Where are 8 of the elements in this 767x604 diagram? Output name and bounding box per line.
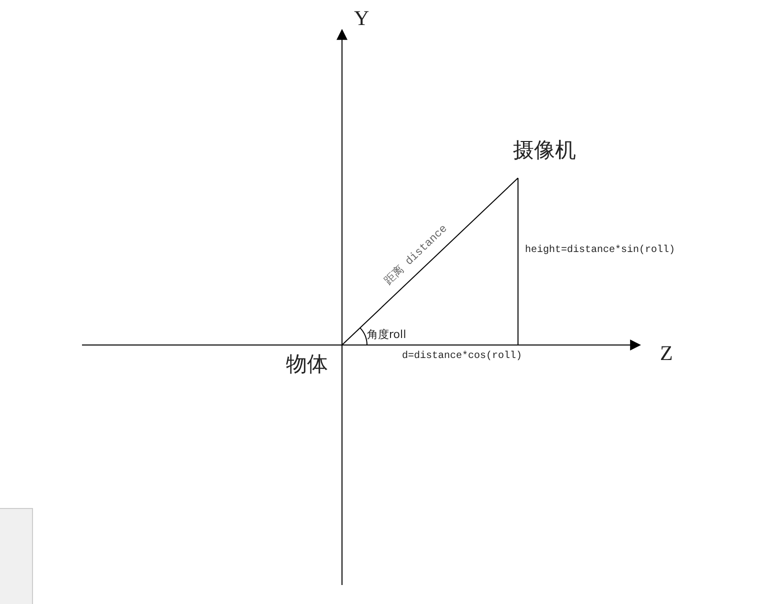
formula-label: d=distance*cos(roll)	[402, 352, 522, 362]
node-label: 摄像机	[513, 140, 576, 161]
distance-line	[342, 178, 518, 346]
node-label: 物体	[286, 354, 328, 375]
axis-label: Z	[660, 343, 673, 364]
formula-label: height=distance*sin(roll)	[525, 246, 676, 256]
angle-label: 角度roll	[367, 329, 406, 340]
axis-label: Y	[354, 8, 370, 29]
